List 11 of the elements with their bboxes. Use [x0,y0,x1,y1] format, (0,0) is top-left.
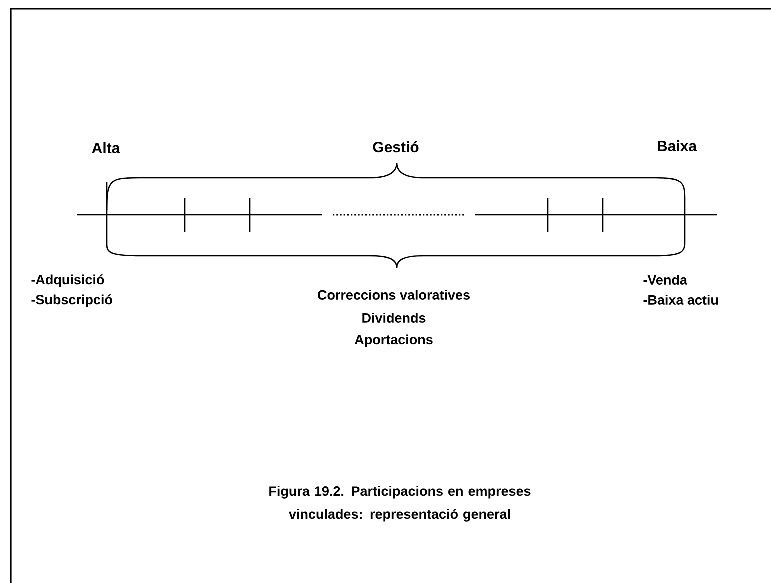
list-item: Correccions valoratives [318,290,470,300]
list-item: -Venda [644,275,688,285]
list-item: Dividends [362,313,426,323]
phase-heading: Baixa [658,140,698,152]
list-item: -Baixa actiu [644,295,718,305]
phase-heading: Gestió [373,141,419,153]
list-item: -Subscripció [32,294,112,308]
figure-caption: Figura 19.2. Participacions en empreses vinculades: representació general [270,486,531,522]
phase-heading: Alta [92,142,120,154]
list-item: -Adquisició [32,274,104,288]
list-item: Aportacions [354,334,433,348]
